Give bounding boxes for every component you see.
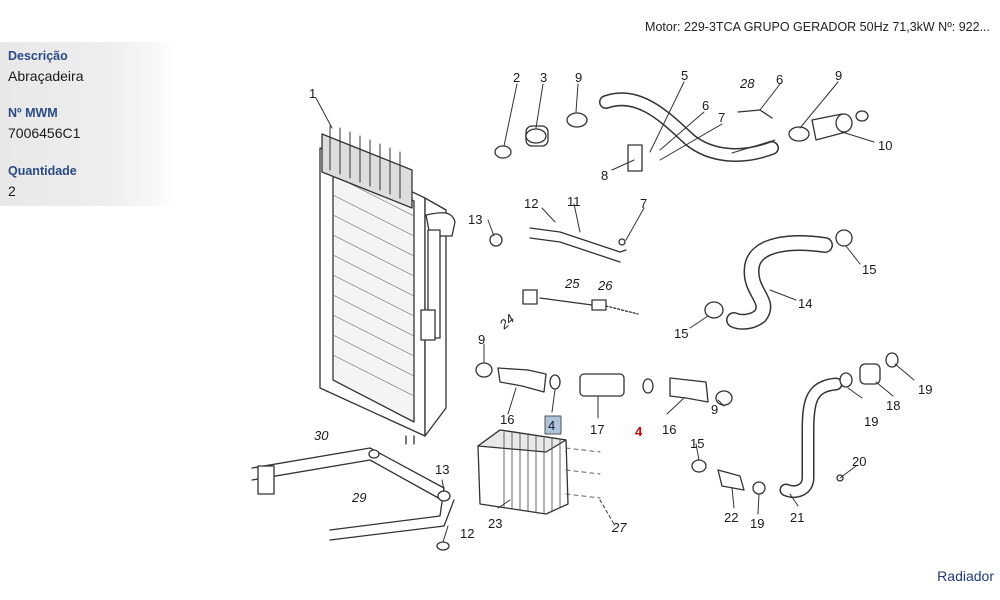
- quantidade-value: 2: [8, 183, 16, 199]
- upper-hose-group[interactable]: [494, 92, 869, 172]
- callout-11: 11: [567, 194, 581, 209]
- callout-14: 14: [798, 296, 812, 311]
- callout-16: 16: [500, 412, 514, 427]
- callout-12: 12: [524, 196, 538, 211]
- callout-7: 7: [718, 110, 725, 125]
- callout-7b: 7: [640, 196, 647, 211]
- callout-10: 10: [878, 138, 892, 153]
- callout-4-selected[interactable]: 4: [635, 424, 643, 439]
- callout-19: 19: [864, 414, 878, 429]
- descricao-label: Descrição: [8, 49, 68, 63]
- pipe-21[interactable]: [779, 352, 899, 498]
- callout-19b: 19: [918, 382, 932, 397]
- intercooler-23[interactable]: [477, 429, 601, 515]
- callout-5: 5: [681, 68, 688, 83]
- support-frame[interactable]: [251, 447, 455, 551]
- callout-9b: 9: [835, 68, 842, 83]
- callout-3: 3: [540, 70, 547, 85]
- mwm-value: 7006456C1: [8, 125, 81, 141]
- sensor-group[interactable]: [522, 289, 639, 315]
- callout-13b: 13: [435, 462, 449, 477]
- callout-25: 25: [564, 276, 580, 291]
- callout-30: 30: [314, 428, 329, 443]
- callout-23: 23: [488, 516, 502, 531]
- callout-15: 15: [862, 262, 876, 277]
- callout-20: 20: [852, 454, 866, 469]
- callout-13: 13: [468, 212, 482, 227]
- quantidade-label: Quantidade: [8, 164, 77, 178]
- callout-4: 4: [548, 418, 555, 433]
- callout-26: 26: [597, 278, 613, 293]
- callout-18: 18: [886, 398, 900, 413]
- callout-8: 8: [601, 168, 608, 183]
- callout-9c: 9: [478, 332, 485, 347]
- radiator-part[interactable]: [319, 125, 456, 445]
- charge-air-pipes[interactable]: [475, 362, 733, 406]
- callout-27: 27: [611, 520, 627, 535]
- callout-16b: 16: [662, 422, 676, 437]
- callout-12b: 12: [460, 526, 474, 541]
- bracket-11[interactable]: [489, 227, 627, 263]
- callout-9d: 9: [711, 402, 718, 417]
- callout-15c: 15: [690, 436, 704, 451]
- callout-24: 24: [496, 311, 517, 332]
- descricao-value: Abraçadeira: [8, 68, 84, 84]
- callout-17: 17: [590, 422, 604, 437]
- mwm-label: Nº MWM: [8, 106, 58, 120]
- callout-29: 29: [351, 490, 366, 505]
- callout-2: 2: [513, 70, 520, 85]
- callout-6: 6: [702, 98, 709, 113]
- callout-19c: 19: [750, 516, 764, 531]
- callout-21: 21: [790, 510, 804, 525]
- fitting-22[interactable]: [691, 459, 766, 495]
- radiador-link[interactable]: Radiador: [937, 568, 994, 584]
- callout-9: 9: [575, 70, 582, 85]
- callout-1: 1: [309, 86, 316, 101]
- callout-15b: 15: [674, 326, 688, 341]
- callout-28: 28: [739, 76, 755, 91]
- callout-labels: 1 2 3 9 5 6 7 8 28 6 9 10 12 11 7 13 25 …: [309, 68, 932, 541]
- selected-callout-box[interactable]: [544, 415, 562, 435]
- part-details-panel: Descrição Abraçadeira Nº MWM 7006456C1 Q…: [0, 42, 176, 206]
- engine-header: Motor: 229-3TCA GRUPO GERADOR 50Hz 71,3k…: [645, 20, 990, 34]
- callout-6b: 6: [776, 72, 783, 87]
- callout-22: 22: [724, 510, 738, 525]
- hose-14[interactable]: [704, 229, 853, 330]
